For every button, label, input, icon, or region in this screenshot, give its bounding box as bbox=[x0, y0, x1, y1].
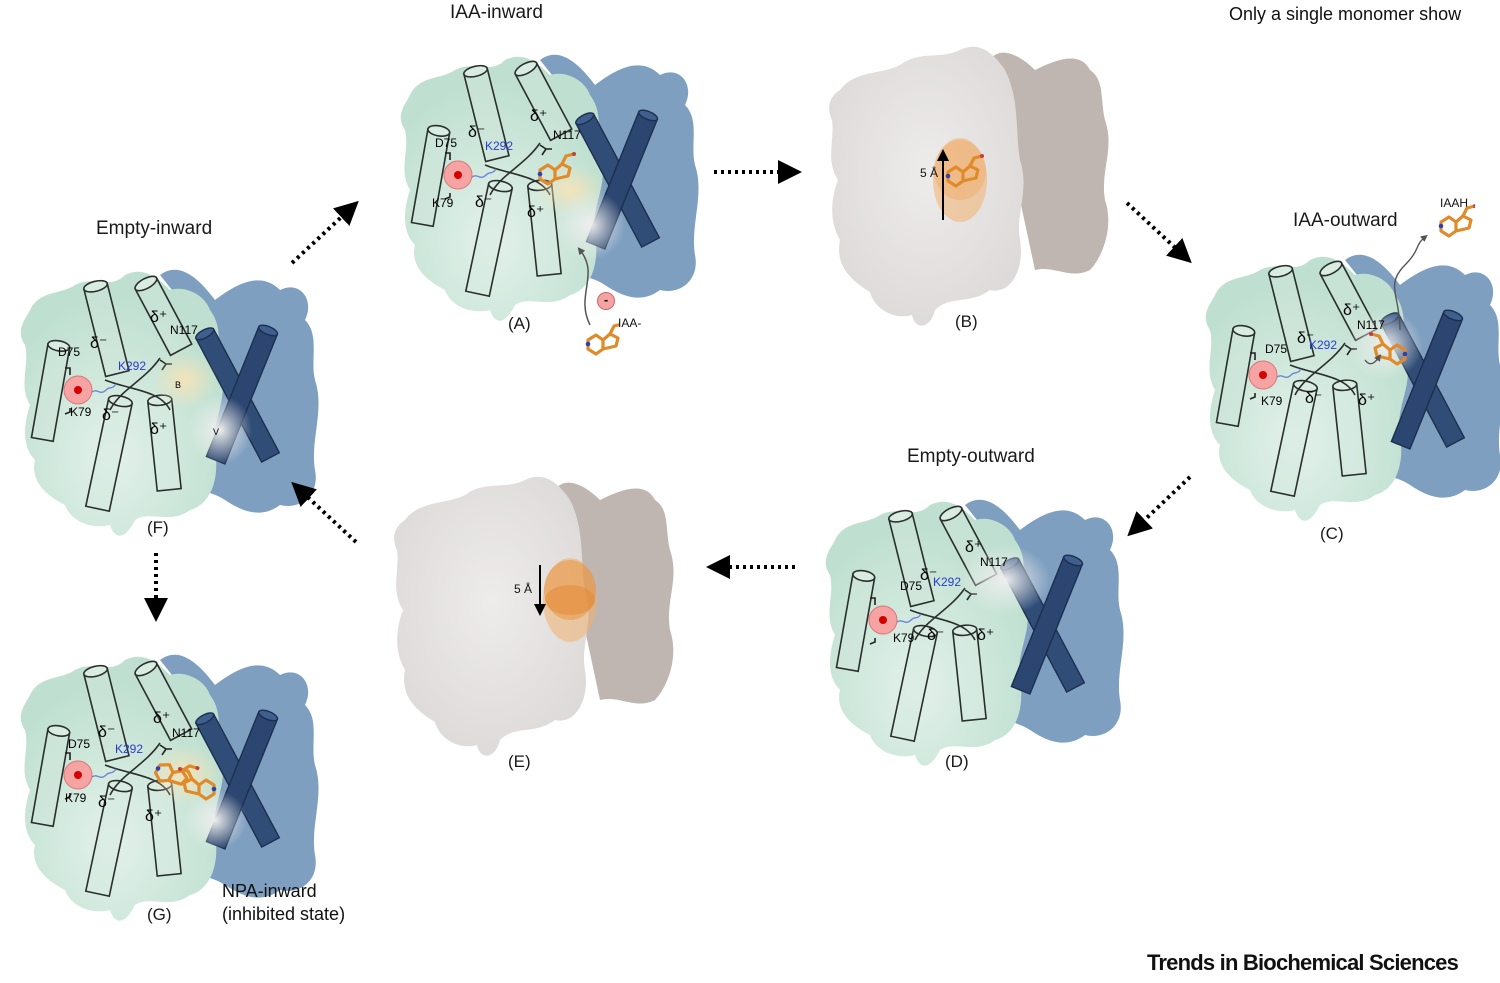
state-g-title-text: NPA-inward bbox=[222, 881, 317, 901]
svg-text:δ⁺: δ⁺ bbox=[977, 627, 994, 644]
svg-text:K79: K79 bbox=[70, 405, 92, 419]
svg-text:δ⁺: δ⁺ bbox=[527, 204, 544, 221]
svg-text:N117: N117 bbox=[170, 323, 198, 337]
state-g-title: NPA-inward (inhibited state) bbox=[222, 880, 345, 926]
state-f-label: (F) bbox=[147, 518, 169, 537]
state-d-title: Empty-outward bbox=[907, 446, 1035, 467]
arrow-f-to-a bbox=[290, 200, 359, 265]
arrow-e-to-f bbox=[291, 481, 358, 544]
svg-text:K79: K79 bbox=[65, 791, 87, 805]
arrow-c-to-d bbox=[1127, 475, 1192, 537]
svg-text:δ⁻: δ⁻ bbox=[920, 567, 937, 584]
state-g-diagram: D75 δ⁻ K292 N117 δ⁺ K79 δ⁻ δ⁺ bbox=[10, 625, 320, 925]
state-b-diagram bbox=[820, 30, 1120, 330]
svg-text:δ⁻: δ⁻ bbox=[927, 627, 944, 644]
svg-text:K292: K292 bbox=[485, 139, 513, 153]
svg-text:K292: K292 bbox=[1309, 338, 1337, 352]
svg-text:K292: K292 bbox=[115, 742, 143, 756]
svg-text:N117: N117 bbox=[172, 726, 200, 740]
svg-text:δ⁻: δ⁻ bbox=[1297, 330, 1314, 347]
svg-text:D75: D75 bbox=[1265, 342, 1287, 356]
svg-text:δ⁻: δ⁻ bbox=[1305, 390, 1322, 407]
svg-text:δ⁺: δ⁺ bbox=[150, 421, 167, 438]
svg-text:δ⁻: δ⁻ bbox=[475, 194, 492, 211]
svg-text:δ⁻: δ⁻ bbox=[98, 794, 115, 811]
state-c-label: (C) bbox=[1320, 524, 1344, 543]
svg-text:δ⁻: δ⁻ bbox=[90, 335, 107, 352]
journal-footer: Trends in Biochemical Sciences bbox=[1147, 950, 1459, 975]
state-f-title: Empty-inward bbox=[96, 218, 213, 239]
svg-text:δ⁺: δ⁺ bbox=[145, 808, 162, 825]
svg-text:δ⁻: δ⁻ bbox=[98, 724, 115, 741]
state-f-diagram: B V D75 δ⁻ K292 N117 δ⁺ K79 δ⁻ δ⁺ bbox=[10, 240, 320, 540]
state-b-distance: 5 Å bbox=[920, 166, 939, 180]
state-c-title: IAA-outward bbox=[1293, 210, 1398, 231]
svg-text:D75: D75 bbox=[68, 737, 90, 751]
svg-text:K79: K79 bbox=[432, 196, 454, 210]
svg-text:D75: D75 bbox=[900, 579, 922, 593]
state-b-label: (B) bbox=[955, 312, 978, 331]
svg-text:K292: K292 bbox=[118, 359, 146, 373]
svg-text:δ⁺: δ⁺ bbox=[150, 309, 167, 326]
svg-text:δ⁺: δ⁺ bbox=[1358, 392, 1375, 409]
svg-text:K292: K292 bbox=[933, 575, 961, 589]
state-a-label: (A) bbox=[508, 314, 531, 333]
negative-charge-icon: - bbox=[597, 292, 615, 310]
state-e-distance: 5 Å bbox=[514, 582, 533, 596]
state-g-label: (G) bbox=[147, 905, 172, 924]
header-note: Only a single monomer show bbox=[1229, 4, 1462, 24]
svg-text:K79: K79 bbox=[1261, 394, 1283, 408]
svg-text:N117: N117 bbox=[980, 555, 1008, 569]
svg-text:N117: N117 bbox=[553, 128, 581, 142]
svg-text:δ⁺: δ⁺ bbox=[530, 108, 547, 125]
svg-text:δ⁺: δ⁺ bbox=[1343, 302, 1360, 319]
svg-text:D75: D75 bbox=[435, 136, 457, 150]
svg-text:δ⁺: δ⁺ bbox=[153, 710, 170, 727]
iaa-minus-label: IAA- bbox=[618, 316, 642, 330]
svg-text:δ⁺: δ⁺ bbox=[965, 539, 982, 556]
state-d-diagram: D75 δ⁻ K292 N117 δ⁺ K79 δ⁻ δ⁺ bbox=[815, 470, 1125, 770]
svg-text:N117: N117 bbox=[1357, 318, 1385, 332]
svg-text:K79: K79 bbox=[893, 631, 915, 645]
state-d-label: (D) bbox=[945, 752, 969, 771]
svg-text:δ⁻: δ⁻ bbox=[102, 407, 119, 424]
state-g-subtitle: (inhibited state) bbox=[222, 904, 346, 924]
svg-text:δ⁻: δ⁻ bbox=[468, 124, 485, 141]
iaah-label: IAAH bbox=[1440, 196, 1469, 210]
state-a-diagram: D75 δ⁻ K292 N117 δ⁺ K79 δ⁻ δ⁺ bbox=[390, 25, 700, 326]
state-e-diagram bbox=[385, 460, 685, 760]
svg-text:D75: D75 bbox=[58, 345, 80, 359]
svg-text:V: V bbox=[213, 427, 219, 437]
state-a-title: IAA-inward bbox=[450, 2, 543, 23]
arrow-b-to-c bbox=[1125, 201, 1192, 264]
svg-text:B: B bbox=[175, 380, 181, 390]
state-e-label: (E) bbox=[508, 752, 531, 771]
state-c-diagram: D75 δ⁻ K292 N117 δ⁺ K79 δ⁻ δ⁺ bbox=[1195, 225, 1500, 525]
